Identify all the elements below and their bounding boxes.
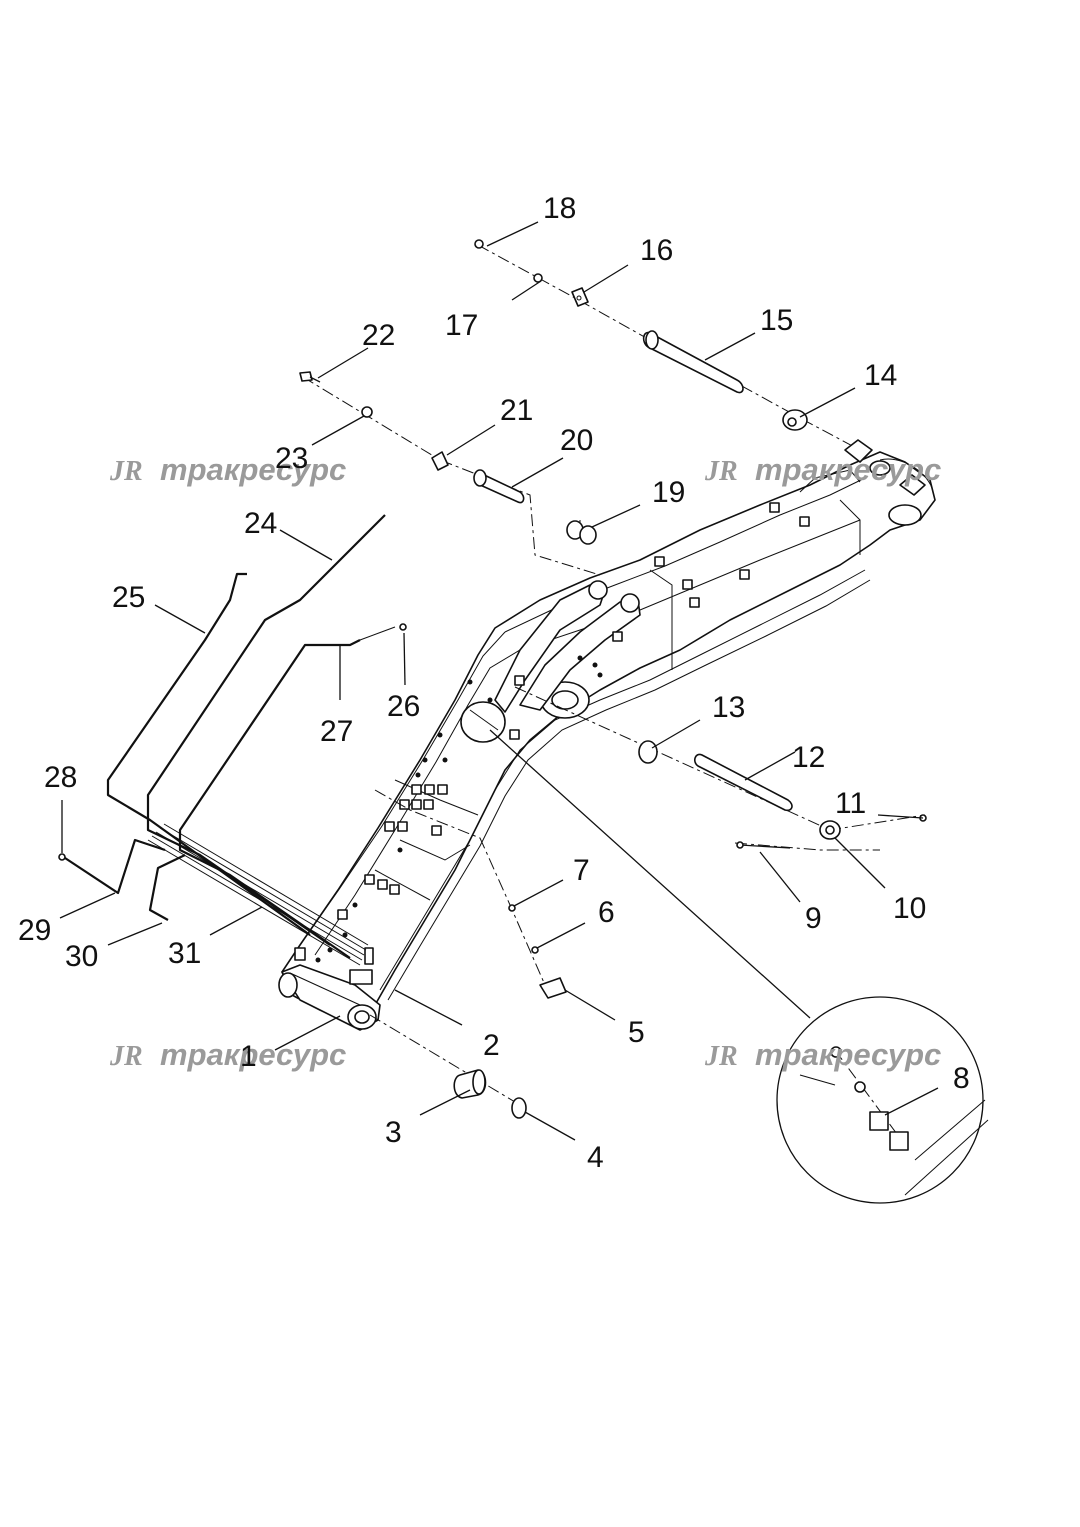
loose-parts xyxy=(58,239,927,1119)
callout-1: 1 xyxy=(240,1040,257,1073)
watermark-bottom-right: JR тракресурс xyxy=(704,1037,941,1072)
callout-28: 28 xyxy=(44,761,77,794)
callout-2: 2 xyxy=(483,1029,500,1062)
svg-text:JR: JR xyxy=(109,456,143,487)
svg-text:тракресурс: тракресурс xyxy=(755,1037,941,1072)
callout-20: 20 xyxy=(560,424,593,457)
watermark-group: JR тракресурс JR тракресурс JR тракресур… xyxy=(109,452,941,1072)
svg-text:JR: JR xyxy=(704,456,738,487)
callout-29: 29 xyxy=(18,914,51,947)
callout-15: 15 xyxy=(760,304,793,337)
callout-25: 25 xyxy=(112,581,145,614)
callout-22: 22 xyxy=(362,319,395,352)
watermark-bottom-left: JR тракресурс xyxy=(109,1037,346,1072)
svg-text:JR: JR xyxy=(109,1041,143,1072)
callout-13: 13 xyxy=(712,691,745,724)
callout-labels: 18 16 17 15 22 14 21 20 23 19 24 25 26 2… xyxy=(18,192,970,1174)
callout-19: 19 xyxy=(652,476,685,509)
callout-14: 14 xyxy=(864,359,897,392)
callout-3: 3 xyxy=(385,1116,402,1149)
callout-9: 9 xyxy=(805,902,822,935)
svg-text:тракресурс: тракресурс xyxy=(160,1037,346,1072)
callout-4: 4 xyxy=(587,1141,604,1174)
callout-17: 17 xyxy=(445,309,478,342)
callout-18: 18 xyxy=(543,192,576,225)
callout-7: 7 xyxy=(573,854,590,887)
svg-text:тракресурс: тракресурс xyxy=(160,452,346,487)
svg-text:JR: JR xyxy=(704,1041,738,1072)
pipe-clamps xyxy=(294,502,810,985)
callout-30: 30 xyxy=(65,940,98,973)
callout-10: 10 xyxy=(893,892,926,925)
watermark-top-right: JR тракресурс xyxy=(704,452,941,487)
boom-body xyxy=(278,451,936,1031)
callout-24: 24 xyxy=(244,507,277,540)
callout-11: 11 xyxy=(835,787,866,820)
svg-text:тракресурс: тракресурс xyxy=(755,452,941,487)
bolt-dots xyxy=(315,655,603,963)
callout-6: 6 xyxy=(598,896,615,929)
callout-12: 12 xyxy=(792,741,825,774)
callout-21: 21 xyxy=(500,394,533,427)
callout-8: 8 xyxy=(953,1062,970,1095)
callout-5: 5 xyxy=(628,1016,645,1049)
callout-23: 23 xyxy=(275,442,308,475)
leader-lines xyxy=(59,221,939,1141)
callout-27: 27 xyxy=(320,715,353,748)
callout-26: 26 xyxy=(387,690,420,723)
watermark-top-left: JR тракресурс xyxy=(109,452,346,487)
callout-16: 16 xyxy=(640,234,673,267)
hydraulic-hoses xyxy=(64,514,396,966)
callout-31: 31 xyxy=(168,937,201,970)
detail-view-circle xyxy=(489,729,989,1204)
